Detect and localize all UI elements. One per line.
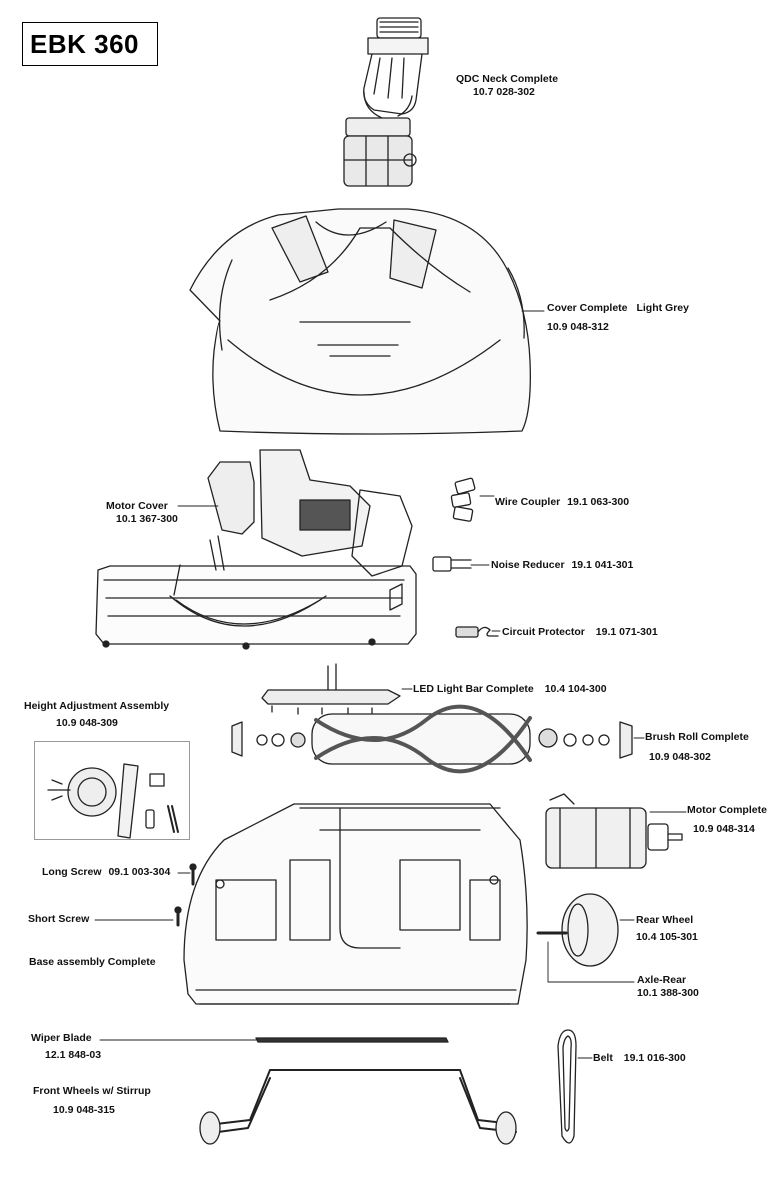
label-brush-roll: Brush Roll Complete 10.9 048-302 xyxy=(645,731,749,764)
qdc-neck-name: QDC Neck Complete xyxy=(456,73,559,85)
height-adjustment-illustration xyxy=(47,763,179,839)
wire-coupler-number: 19.1 063-300 xyxy=(567,496,630,508)
brush-roll-illustration xyxy=(231,704,633,774)
motor-name: Motor Complete xyxy=(687,804,767,816)
height-adjustment-frame xyxy=(34,741,190,840)
wire-coupler-name: Wire Coupler xyxy=(495,496,561,508)
axle-rear-name: Axle-Rear xyxy=(637,974,687,986)
axle-rear-number: 10.1 388-300 xyxy=(637,987,699,999)
label-noise-reducer: Noise Reducer 19.1 041-301 xyxy=(491,559,633,572)
label-circuit-protector: Circuit Protector 19.1 071-301 xyxy=(502,626,658,639)
noise-reducer-illustration xyxy=(432,556,472,572)
motor-number: 10.9 048-314 xyxy=(693,823,755,835)
label-front-wheels: Front Wheels w/ Stirrup 10.9 048-315 xyxy=(33,1085,151,1117)
motor-cover-illustration xyxy=(95,449,417,650)
wiper-blade-illustration xyxy=(255,1037,449,1043)
motor-illustration xyxy=(545,793,683,869)
label-cover: Cover Complete Light Grey 10.9 048-312 xyxy=(547,302,689,334)
label-long-screw: Long Screw 09.1 003-304 xyxy=(42,866,170,879)
belt-illustration xyxy=(557,1029,577,1144)
qdc-neck-illustration xyxy=(343,17,429,187)
circuit-protector-number: 19.1 071-301 xyxy=(595,626,658,638)
cover-extra: Light Grey xyxy=(636,302,689,314)
wiper-blade-number: 12.1 848-03 xyxy=(45,1049,102,1061)
rear-wheel-number: 10.4 105-301 xyxy=(636,931,698,943)
label-belt: Belt 19.1 016-300 xyxy=(593,1052,686,1065)
label-wiper-blade: Wiper Blade 12.1 848-03 xyxy=(31,1032,101,1062)
label-short-screw: Short Screw xyxy=(28,913,89,926)
base-assembly-illustration xyxy=(183,803,528,1005)
cover-illustration xyxy=(189,208,531,435)
brush-roll-number: 10.9 048-302 xyxy=(649,751,711,763)
label-motor-cover: Motor Cover 10.1 367-300 xyxy=(106,500,178,526)
cover-number: 10.9 048-312 xyxy=(547,321,609,333)
wire-coupler-illustration xyxy=(450,477,476,522)
rear-wheel-name: Rear Wheel xyxy=(636,914,694,926)
cover-name: Cover Complete xyxy=(547,302,628,314)
short-screw-name: Short Screw xyxy=(28,913,90,925)
label-rear-wheel: Rear Wheel 10.4 105-301 xyxy=(636,914,698,944)
circuit-protector-name: Circuit Protector xyxy=(502,626,585,638)
belt-name: Belt xyxy=(593,1052,613,1064)
base-assembly-name: Base assembly Complete xyxy=(29,956,156,968)
label-height-adjustment: Height Adjustment Assembly 10.9 048-309 xyxy=(24,700,169,730)
model-title: EBK 360 xyxy=(22,22,158,66)
label-base-assembly: Base assembly Complete xyxy=(29,956,156,969)
height-adjustment-number: 10.9 048-309 xyxy=(56,717,118,729)
circuit-protector-illustration xyxy=(455,626,499,638)
qdc-neck-number: 10.7 028-302 xyxy=(473,86,535,98)
screws-illustration xyxy=(174,863,197,927)
belt-number: 19.1 016-300 xyxy=(623,1052,686,1064)
height-adjustment-name: Height Adjustment Assembly xyxy=(24,700,170,712)
label-axle-rear: Axle-Rear 10.1 388-300 xyxy=(637,974,699,1000)
front-wheels-name: Front Wheels w/ Stirrup xyxy=(33,1085,151,1097)
label-motor: Motor Complete 10.9 048-314 xyxy=(687,804,767,836)
led-light-bar-name: LED Light Bar Complete xyxy=(413,683,534,695)
noise-reducer-number: 19.1 041-301 xyxy=(571,559,634,571)
long-screw-number: 09.1 003-304 xyxy=(108,866,171,878)
motor-cover-number: 10.1 367-300 xyxy=(116,513,178,525)
label-led-light-bar: LED Light Bar Complete 10.4 104-300 xyxy=(413,683,607,696)
leader-lines xyxy=(94,310,687,1059)
led-light-bar-number: 10.4 104-300 xyxy=(544,683,607,695)
led-light-bar-illustration xyxy=(261,663,401,715)
long-screw-name: Long Screw xyxy=(42,866,102,878)
noise-reducer-name: Noise Reducer xyxy=(491,559,565,571)
front-wheels-number: 10.9 048-315 xyxy=(53,1104,115,1116)
rear-wheel-illustration xyxy=(561,893,619,967)
label-wire-coupler: Wire Coupler 19.1 063-300 xyxy=(495,496,629,509)
brush-roll-name: Brush Roll Complete xyxy=(645,731,749,743)
wiper-blade-name: Wiper Blade xyxy=(31,1032,92,1044)
front-wheels-illustration xyxy=(199,1069,517,1145)
motor-cover-name: Motor Cover xyxy=(106,500,168,512)
label-qdc-neck: QDC Neck Complete 10.7 028-302 xyxy=(456,73,558,99)
